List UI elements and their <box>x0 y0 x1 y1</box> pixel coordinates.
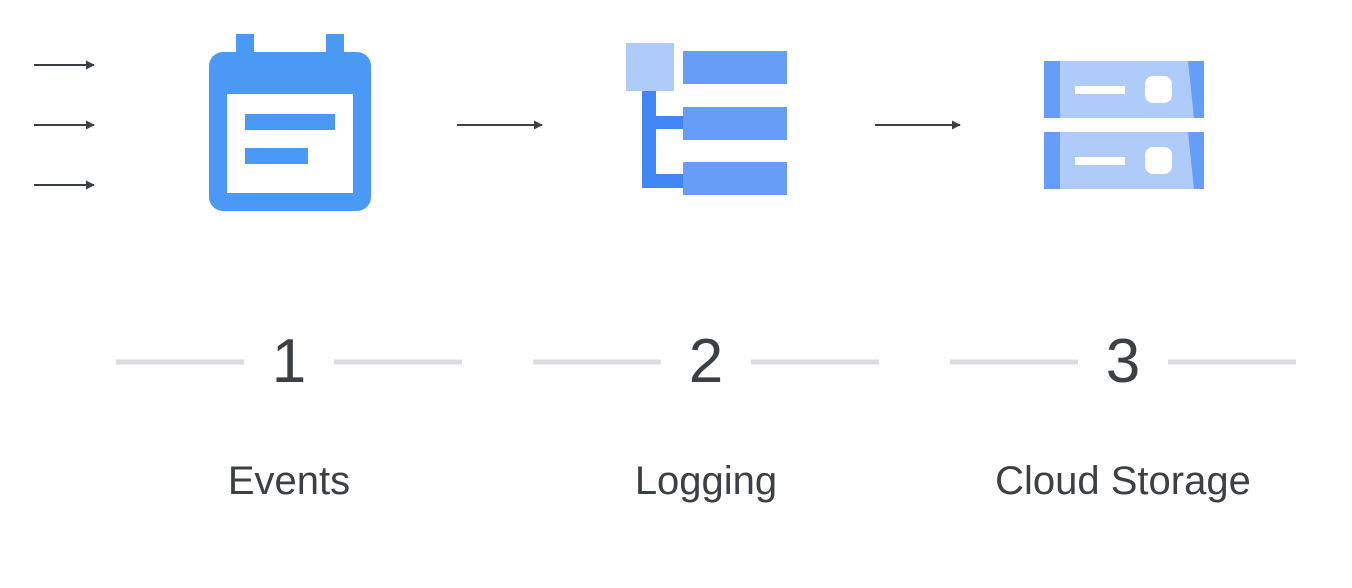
step-label-events: Events <box>227 459 351 503</box>
logging-list-icon <box>626 43 787 195</box>
step-number-1: 1 <box>271 327 307 396</box>
step-label-cloud-storage: Cloud Storage <box>995 459 1251 503</box>
step-number-3: 3 <box>1105 327 1141 396</box>
storage-server-icon <box>1044 61 1204 189</box>
step-number-2: 2 <box>688 327 724 396</box>
calendar-event-icon <box>209 34 371 211</box>
step-label-logging: Logging <box>634 459 778 503</box>
